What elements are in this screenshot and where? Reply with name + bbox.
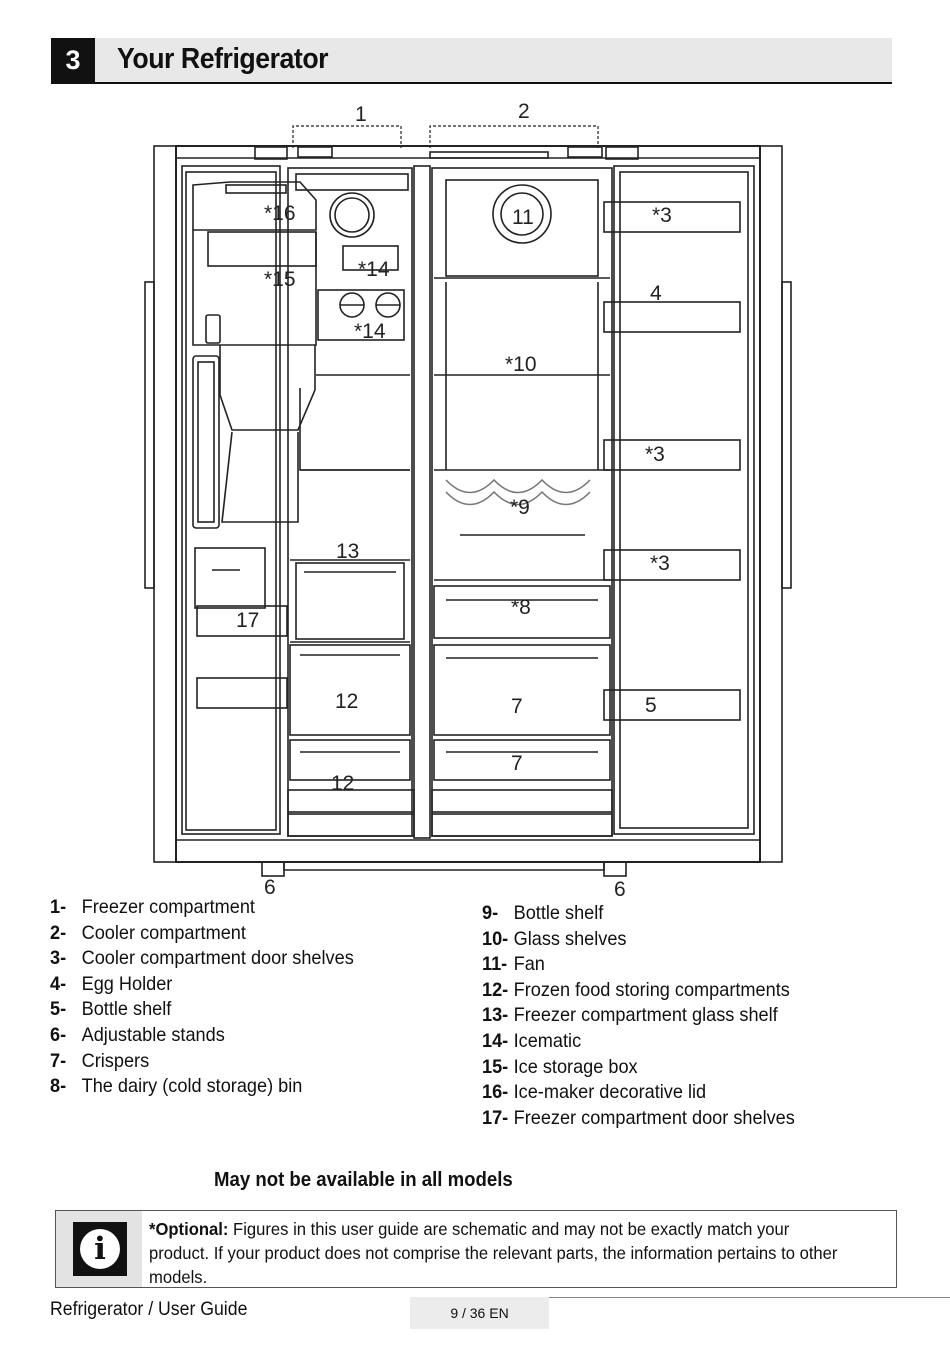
legend-item: 2-Cooler compartment	[50, 921, 246, 944]
info-icon: i	[73, 1222, 127, 1276]
callout-2: 2	[518, 100, 530, 123]
legend-left: 1-Freezer compartment 2-Cooler compartme…	[50, 895, 377, 1100]
callout-3c: *3	[650, 552, 670, 575]
callout-14a: *14	[358, 258, 390, 281]
info-box: i *Optional: Figures in this user guide …	[55, 1210, 897, 1288]
legend-item: 7-Crispers	[50, 1049, 150, 1072]
callout-13: 13	[336, 540, 359, 563]
callout-4: 4	[650, 282, 662, 305]
legend-item: 16-Ice-maker decorative lid	[482, 1081, 707, 1104]
legend-item: 13-Freezer compartment glass shelf	[482, 1004, 778, 1027]
callout-1: 1	[355, 103, 367, 126]
legend-item: 12-Frozen food storing compartments	[482, 978, 790, 1001]
footer-title: Refrigerator / User Guide	[50, 1299, 248, 1320]
callout-8: *8	[511, 596, 531, 619]
callout-12a: 12	[335, 690, 358, 713]
callout-9: *9	[510, 496, 530, 519]
section-number: 3	[51, 38, 95, 82]
info-label: *Optional:	[149, 1219, 229, 1239]
callout-10: *10	[505, 353, 537, 376]
legend-item: 14-Icematic	[482, 1029, 582, 1052]
callout-17: 17	[236, 609, 259, 632]
callout-15: *15	[264, 268, 296, 291]
legend-item: 11-Fan	[482, 953, 545, 976]
availability-note: May not be available in all models	[214, 1169, 513, 1191]
page-number: 9 / 36 EN	[410, 1297, 549, 1329]
info-text: *Optional: Figures in this user guide ar…	[149, 1217, 854, 1289]
diagram-callouts: 1 2 *16 11 *3 *14 *15 4 *14 *10 *3 *9 13…	[236, 100, 672, 900]
legend-item: 17-Freezer compartment door shelves	[482, 1106, 795, 1129]
legend-item: 8-The dairy (cold storage) bin	[50, 1075, 303, 1098]
legend-right: 9-Bottle shelf 10-Glass shelves 11-Fan 1…	[482, 901, 818, 1131]
callout-11: 11	[512, 206, 534, 229]
callout-3b: *3	[645, 443, 665, 466]
footer-divider	[410, 1297, 950, 1298]
legend-item: 10-Glass shelves	[482, 927, 627, 950]
callout-5: 5	[645, 694, 657, 717]
refrigerator-drawing	[144, 125, 792, 877]
legend-item: 4-Egg Holder	[50, 972, 173, 995]
info-icon-cell: i	[56, 1211, 142, 1287]
info-body: Figures in this user guide are schematic…	[149, 1219, 838, 1287]
legend-item: 3-Cooler compartment door shelves	[50, 947, 354, 970]
callout-3a: *3	[652, 204, 672, 227]
callout-6b: 6	[614, 878, 626, 900]
legend-item: 9-Bottle shelf	[482, 902, 604, 924]
callout-7a: 7	[511, 695, 523, 718]
callout-16: *16	[264, 202, 296, 225]
section-title: Your Refrigerator	[117, 43, 329, 75]
section-header: 3 Your Refrigerator	[51, 38, 892, 84]
legend-item: 6-Adjustable stands	[50, 1023, 225, 1046]
refrigerator-diagram: 1 2 *16 11 *3 *14 *15 4 *14 *10 *3 *9 13…	[144, 100, 792, 900]
legend-item: 1-Freezer compartment	[50, 896, 255, 918]
callout-14b: *14	[354, 320, 386, 343]
callout-6a: 6	[264, 876, 276, 899]
legend-item: 5-Bottle shelf	[50, 998, 172, 1021]
legend-item: 15-Ice storage box	[482, 1055, 638, 1078]
callout-7b: 7	[511, 752, 523, 775]
callout-12b: 12	[331, 772, 354, 795]
